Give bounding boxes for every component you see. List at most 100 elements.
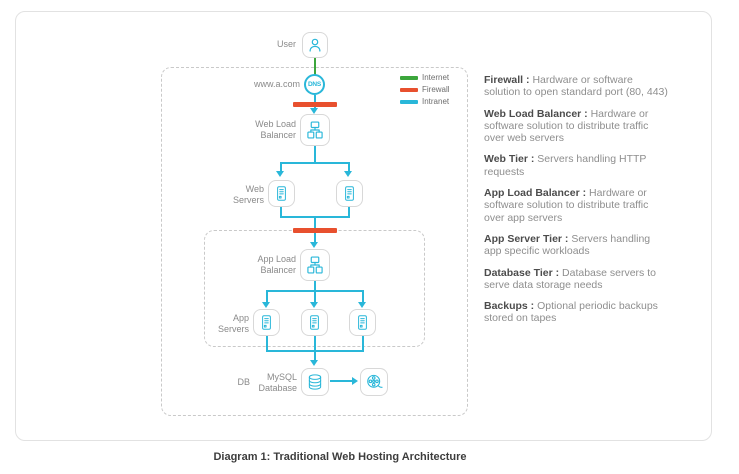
definition-desc: Servers handling HTTP requests [484, 153, 647, 178]
legend-row-internet: Internet [400, 73, 450, 82]
definition-desc: Hardware or software solution to open st… [484, 74, 668, 99]
link-join-firewall2 [314, 216, 316, 228]
dns-node: DNS [304, 74, 325, 95]
definition-app-load-balancer: App Load Balancer : Hardware or software… [484, 187, 668, 224]
mysql-label: MySQL Database [239, 372, 297, 393]
arrow-down-webserver-1 [276, 171, 284, 177]
dns-label: DNS [307, 81, 322, 88]
mysql-label-line2: Database [258, 382, 297, 393]
user-node [302, 32, 328, 58]
user-label: User [276, 39, 296, 49]
link-appserver3-join [362, 336, 364, 352]
dns-domain-label: www.a.com [253, 79, 300, 89]
web-split-bus [280, 162, 350, 164]
definition-desc: Hardware or software solution to distrib… [484, 107, 649, 145]
definition-desc: Optional periodic backups stored on tape… [484, 300, 658, 325]
web-servers-label-line1: Web [245, 184, 264, 194]
link-mysql-backup [330, 380, 352, 382]
load-balancer-icon [307, 121, 323, 139]
app-lb-label: App Load Balancer [238, 254, 296, 275]
link-to-webserver-1 [280, 162, 282, 172]
definition-web-tier: Web Tier : Servers handling HTTP request… [484, 153, 668, 178]
app-server-node-3 [349, 309, 376, 336]
web-lb-label-line2: Balancer [260, 129, 296, 140]
definition-backups: Backups : Optional periodic backups stor… [484, 300, 668, 325]
arrow-down-appserver-2 [310, 302, 318, 308]
link-webserver2-join [348, 207, 350, 218]
definition-term: Firewall : [484, 74, 530, 86]
arrow-down-mysql [310, 360, 318, 366]
app-servers-label: App Servers [211, 313, 249, 334]
web-server-node-2 [336, 180, 363, 207]
app-load-balancer-node [300, 249, 330, 281]
legend-row-intranet: Intranet [400, 97, 450, 106]
web-servers-label-line2: Servers [232, 194, 264, 205]
intranet-color-swatch [400, 99, 418, 104]
legend-row-firewall: Firewall [400, 85, 450, 94]
server-icon [358, 315, 367, 330]
mysql-label-line1: MySQL [266, 372, 297, 382]
link-to-appserver-1 [266, 290, 268, 302]
backup-tape-node [360, 368, 388, 396]
legend-label-intranet: Intranet [422, 97, 450, 106]
link-join-mysql [314, 336, 316, 360]
definition-term: Web Tier : [484, 153, 535, 166]
definition-term: Web Load Balancer : [484, 107, 588, 120]
internet-color-swatch [400, 75, 418, 80]
legend-label-firewall: Firewall [422, 85, 450, 94]
server-icon [277, 186, 286, 201]
definition-term: Backups : [484, 300, 535, 313]
server-icon [262, 315, 271, 330]
link-weblb-split [314, 146, 316, 163]
arrow-down-appserver-3 [358, 302, 366, 308]
diagram-caption: Diagram 1: Traditional Web Hosting Archi… [213, 451, 467, 463]
app-server-node-1 [253, 309, 280, 336]
legend-label-internet: Internet [422, 73, 450, 82]
definition-database-tier: Database Tier : Database servers to serv… [484, 267, 668, 292]
user-icon [309, 38, 321, 52]
link-to-webserver-2 [348, 162, 350, 172]
app-servers-label-line1: App [232, 313, 249, 323]
load-balancer-icon [307, 256, 323, 274]
definitions-panel: Firewall : Hardware or software solution… [484, 74, 668, 334]
firewall-bar-1 [293, 102, 337, 107]
web-load-balancer-node [300, 114, 330, 146]
definition-desc: Hardware or software solution to distrib… [484, 187, 649, 224]
arrow-down-appserver-1 [262, 302, 270, 308]
app-server-node-2 [301, 309, 328, 336]
db-tier-label: DB [237, 377, 250, 387]
arrow-down-webserver-2 [344, 171, 352, 177]
firewall-bar-2 [293, 228, 337, 233]
app-lb-label-line2: Balancer [260, 264, 296, 275]
definition-firewall: Firewall : Hardware or software solution… [484, 74, 668, 99]
definition-term: Database Tier : [484, 266, 560, 279]
mysql-database-node [301, 368, 329, 396]
server-icon [310, 315, 319, 330]
link-appserver1-join [266, 336, 268, 352]
link-to-appserver-3 [362, 290, 364, 302]
arrow-down-applb [310, 242, 318, 248]
link-dns-firewall [314, 95, 316, 103]
arrow-right-backup [352, 377, 358, 385]
definition-term: App Server Tier : [484, 232, 569, 245]
app-lb-label-line1: App Load [257, 254, 296, 264]
internet-link [314, 58, 316, 75]
web-server-node-1 [268, 180, 295, 207]
web-lb-label-line1: Web Load [255, 119, 296, 129]
legend: Internet Firewall Intranet [400, 73, 450, 109]
arrow-down-weblb [310, 108, 318, 114]
server-icon [345, 186, 354, 201]
link-applb-split [314, 281, 316, 292]
definition-web-load-balancer: Web Load Balancer : Hardware or software… [484, 108, 668, 145]
tape-reel-icon [366, 374, 383, 388]
definition-app-server-tier: App Server Tier : Servers handling app s… [484, 233, 668, 258]
web-lb-label: Web Load Balancer [238, 119, 296, 140]
definition-term: App Load Balancer : [484, 187, 587, 200]
definition-desc: Servers handling app specific workloads [484, 232, 651, 258]
database-icon [308, 374, 322, 390]
link-webserver1-join [280, 207, 282, 218]
firewall-color-swatch [400, 87, 418, 92]
app-servers-label-line2: Servers [217, 323, 249, 334]
link-to-appserver-2 [314, 290, 316, 302]
